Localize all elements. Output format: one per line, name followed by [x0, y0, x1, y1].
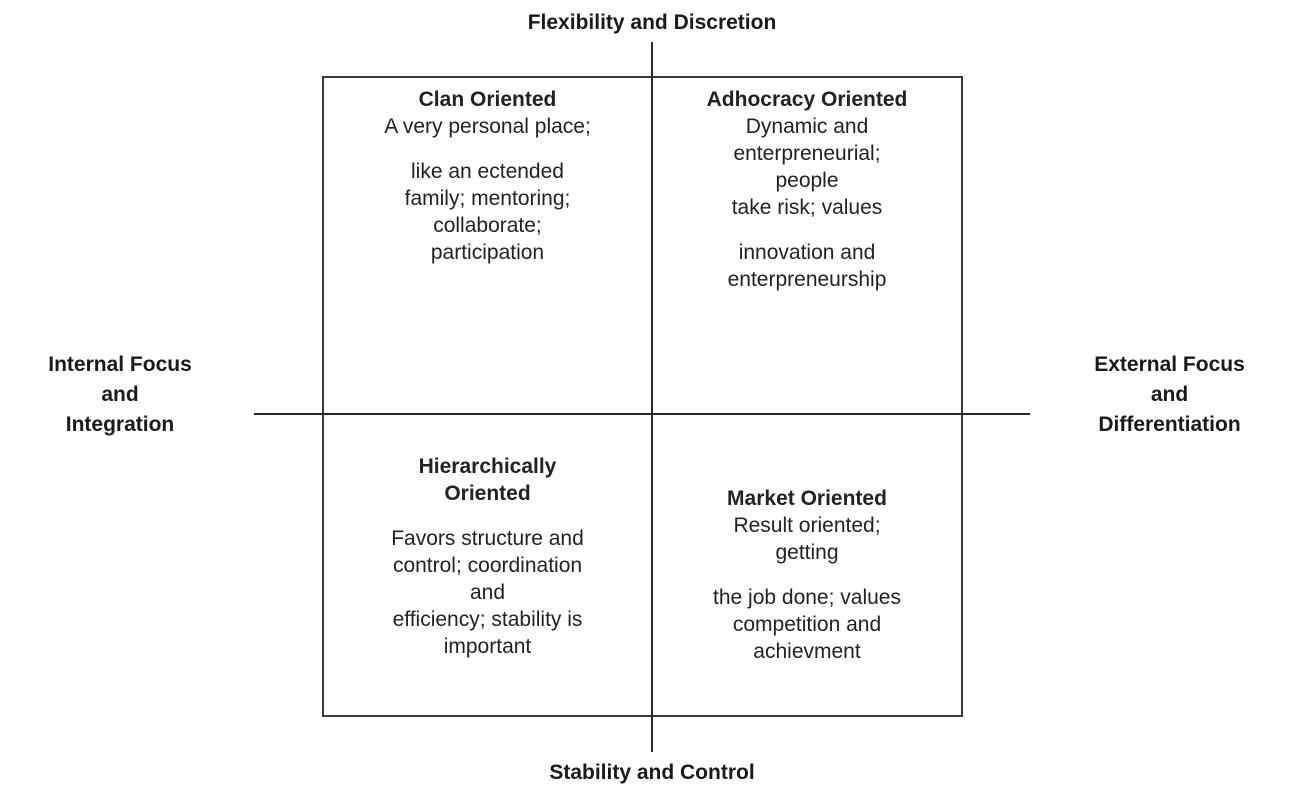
quadrant-text: competition and	[732, 613, 882, 636]
quadrant-text: enterpreneurial;	[733, 142, 881, 165]
quadrant-text: and	[469, 581, 506, 604]
quadrant-text: efficiency; stability is	[392, 608, 583, 631]
quadrant-text: family; mentoring;	[404, 187, 571, 210]
axis-label-top: Flexibility and Discretion	[527, 11, 777, 34]
quadrant-title: Oriented	[444, 482, 531, 505]
axis-label-right-line: External Focus	[1094, 353, 1245, 376]
axis-label-right-line: Differentiation	[1098, 413, 1241, 436]
quadrant-clan: Clan Oriented A very personal place; lik…	[324, 86, 651, 266]
axis-label-left-line: Integration	[65, 413, 175, 436]
quadrant-title: Market Oriented	[727, 487, 887, 510]
axis-label-right: External Focus and Differentiation	[1050, 350, 1289, 440]
quadrant-adhocracy: Adhocracy Oriented Dynamic and enterpren…	[653, 86, 961, 293]
axis-label-right-line: and	[1150, 383, 1189, 406]
quadrant-frame	[322, 76, 963, 717]
axis-label-left-line: and	[101, 383, 139, 406]
quadrant-title: Hierarchically	[418, 455, 557, 478]
quadrant-text: important	[443, 635, 532, 658]
quadrant-text: take risk; values	[731, 196, 883, 219]
quadrant-text: like an ectended	[411, 160, 564, 183]
quadrant-text: Result oriented;	[733, 514, 881, 537]
quadrant-text: Favors structure and	[391, 527, 584, 550]
quadrant-title: Clan Oriented	[418, 88, 557, 111]
axis-label-left: Internal Focus and Integration	[0, 350, 240, 440]
quadrant-text: innovation and	[738, 241, 876, 264]
horizontal-axis	[254, 413, 1030, 415]
quadrant-text: control; coordination	[392, 554, 583, 577]
quadrant-text: people	[775, 169, 839, 192]
quadrant-text: participation	[430, 241, 545, 264]
quadrant-text: A very personal place;	[384, 115, 591, 138]
axis-label-left-line: Internal Focus	[48, 353, 192, 376]
quadrant-text: achievment	[753, 640, 861, 663]
quadrant-market: Market Oriented Result oriented; getting…	[653, 485, 961, 665]
quadrant-text: enterpreneurship	[727, 268, 887, 291]
quadrant-text: Dynamic and	[745, 115, 869, 138]
quadrant-title: Adhocracy Oriented	[706, 88, 908, 111]
quadrant-hierarchy: Hierarchically Oriented Favors structure…	[324, 453, 651, 660]
axis-label-bottom: Stability and Control	[549, 761, 755, 784]
vertical-axis	[651, 42, 653, 752]
quadrant-text: the job done; values	[713, 586, 901, 609]
quadrant-text: getting	[775, 541, 839, 564]
quadrant-text: collaborate;	[433, 214, 542, 237]
